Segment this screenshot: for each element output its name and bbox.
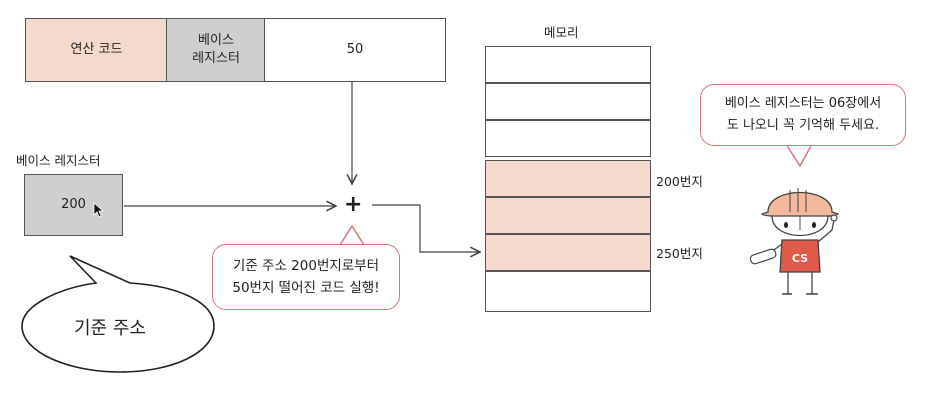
- character-speech-pointer: [785, 143, 813, 168]
- character-speech-line2: 도 나오니 꼭 기억해 두세요.: [726, 118, 880, 133]
- memory-row: [485, 83, 651, 120]
- base-register-field-line2: 레지스터: [192, 51, 240, 66]
- speech-balloon-text: 기준 주소: [74, 318, 146, 339]
- opcode-label: 연산 코드: [70, 42, 123, 57]
- memory-row: [485, 120, 651, 157]
- operand-field: 50: [264, 18, 446, 82]
- memory-row-address-200: [485, 160, 651, 197]
- memory-row-highlight: [485, 197, 651, 234]
- callout-line2: 50번지 떨어진 코드 실행!: [232, 280, 380, 296]
- arrow-plus-to-memory: [372, 204, 480, 252]
- memory-row-address-250: [485, 234, 651, 271]
- memory-address-250-label: 250번지: [656, 246, 703, 261]
- character-illustration: CS: [740, 172, 860, 300]
- callout-pointer: [339, 224, 365, 246]
- memory-title: 메모리: [544, 25, 579, 40]
- opcode-field: 연산 코드: [25, 18, 168, 82]
- callout-bubble: 기준 주소 200번지로부터 50번지 떨어진 코드 실행!: [212, 244, 400, 310]
- base-register-field: 베이스 레지스터: [166, 18, 266, 82]
- character-shirt-text: CS: [792, 252, 808, 265]
- speech-balloon-shape: [21, 255, 215, 373]
- operand-value: 50: [346, 42, 364, 57]
- memory-row: [485, 46, 651, 83]
- base-register-title: 베이스 레지스터: [16, 153, 101, 168]
- base-register-value: 200: [61, 197, 86, 212]
- memory-address-200-label: 200번지: [656, 174, 703, 189]
- base-register-field-line1: 베이스: [198, 33, 234, 48]
- character-speech-line1: 베이스 레지스터는 06장에서: [724, 96, 882, 111]
- plus-sign: +: [344, 192, 363, 217]
- base-register-box: 200: [24, 174, 123, 236]
- character-speech-bubble: 베이스 레지스터는 06장에서 도 나오니 꼭 기억해 두세요.: [700, 84, 906, 146]
- mouse-cursor-icon: [93, 202, 105, 218]
- callout-line1: 기준 주소 200번지로부터: [232, 258, 380, 274]
- memory-row: [485, 271, 651, 312]
